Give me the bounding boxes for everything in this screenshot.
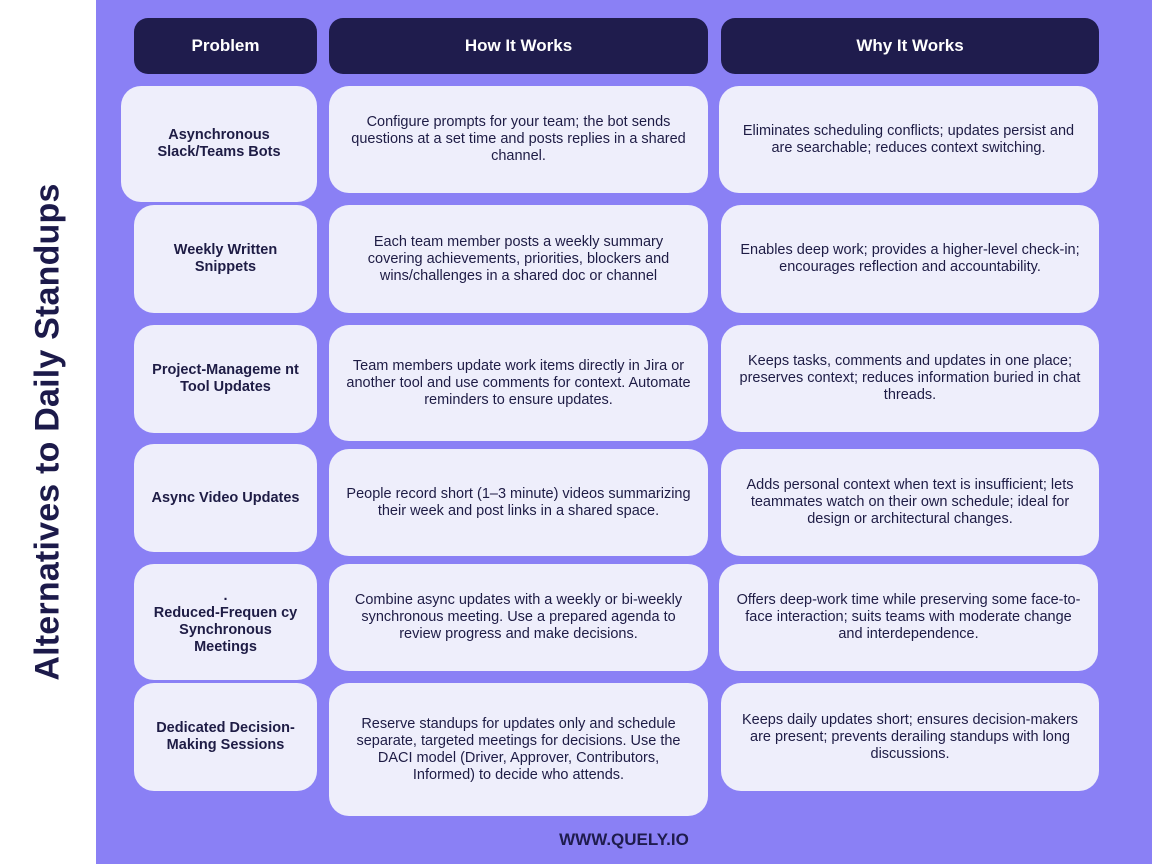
header-problem: Problem: [134, 18, 317, 74]
row-1-why: Eliminates scheduling conflicts; updates…: [719, 86, 1098, 193]
page-title: Alternatives to Daily Standups: [28, 183, 67, 681]
row-5-problem-label: Reduced-Frequen cy Synchronous Meetings: [153, 605, 298, 655]
row-6-problem: Dedicated Decision-Making Sessions: [134, 683, 317, 791]
row-2-problem: Weekly Written Snippets: [134, 205, 317, 313]
row-3-why: Keeps tasks, comments and updates in one…: [721, 325, 1099, 432]
header-why-it-works: Why It Works: [721, 18, 1099, 74]
row-2-why: Enables deep work; provides a higher-lev…: [721, 205, 1099, 313]
header-how-it-works: How It Works: [329, 18, 708, 74]
row-4-why: Adds personal context when text is insuf…: [721, 449, 1099, 556]
row-1-problem: Asynchronous Slack/Teams Bots: [121, 86, 317, 202]
row-4-problem: Async Video Updates: [134, 444, 317, 552]
title-strip: Alternatives to Daily Standups: [0, 0, 96, 864]
row-5-problem-dot: .: [223, 588, 228, 604]
row-5-how: Combine async updates with a weekly or b…: [329, 564, 708, 671]
row-5-why: Offers deep-work time while preserving s…: [719, 564, 1098, 671]
footer-website[interactable]: WWW.QUELY.IO: [559, 830, 689, 849]
row-6-why: Keeps daily updates short; ensures decis…: [721, 683, 1099, 791]
row-5-problem: . Reduced-Frequen cy Synchronous Meeting…: [134, 564, 317, 680]
row-3-problem: Project-Manageme nt Tool Updates: [134, 325, 317, 433]
row-4-how: People record short (1–3 minute) videos …: [329, 449, 708, 556]
row-3-how: Team members update work items directly …: [329, 325, 708, 441]
row-1-how: Configure prompts for your team; the bot…: [329, 86, 708, 193]
row-6-how: Reserve standups for updates only and sc…: [329, 683, 708, 816]
row-2-how: Each team member posts a weekly summary …: [329, 205, 708, 313]
